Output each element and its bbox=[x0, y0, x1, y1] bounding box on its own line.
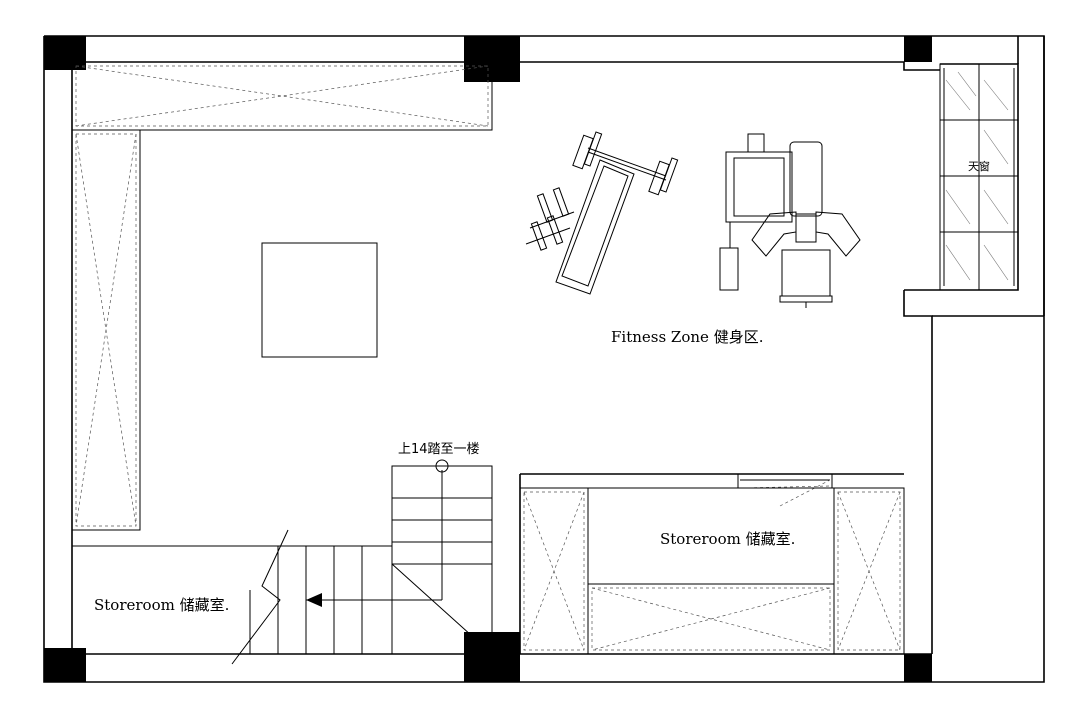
stair-direction-arrow bbox=[306, 593, 322, 607]
left-storage-cabinet bbox=[71, 129, 141, 531]
stair-note-label: 上14踏至一楼 bbox=[398, 442, 480, 457]
exterior-walls bbox=[43, 35, 1045, 683]
storeroom-right-label: Storeroom 储藏室. bbox=[660, 530, 795, 548]
square-table bbox=[261, 242, 378, 358]
fitness-zone-label: Fitness Zone 健身区. bbox=[611, 328, 763, 346]
column-top-right bbox=[904, 36, 932, 62]
chest-press-machine bbox=[719, 133, 861, 308]
top-storage-cabinet bbox=[71, 61, 493, 131]
skylight-window bbox=[939, 63, 1019, 291]
column-bottom-left bbox=[44, 648, 86, 682]
right-storeroom bbox=[519, 473, 905, 655]
structural-columns bbox=[44, 36, 932, 682]
stair-start-marker bbox=[435, 459, 449, 473]
bench-press-equipment bbox=[525, 131, 679, 295]
storeroom-left-label: Storeroom 储藏室. bbox=[94, 596, 229, 614]
column-bottom-right bbox=[904, 654, 932, 682]
column-top-left bbox=[44, 36, 86, 70]
staircase bbox=[72, 459, 493, 665]
skylight-label: 天窗 bbox=[968, 159, 990, 173]
